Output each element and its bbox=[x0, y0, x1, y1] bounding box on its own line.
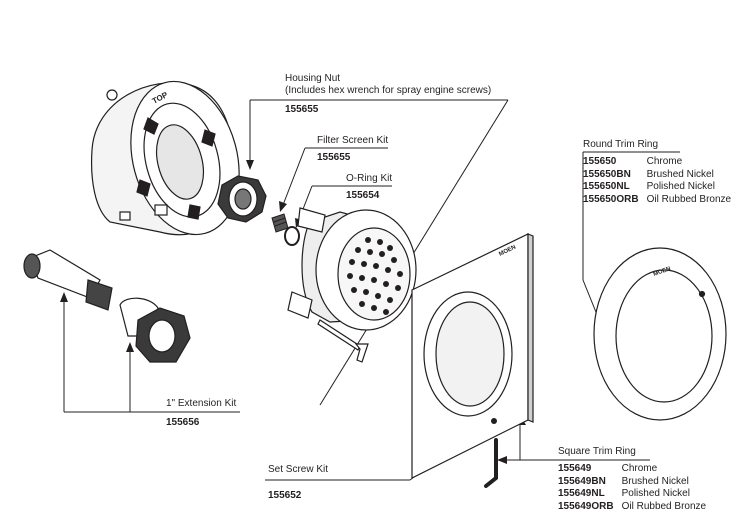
set-screw bbox=[491, 418, 497, 424]
round-trim-logo: MOEN bbox=[653, 266, 672, 278]
square-trim-ring-finish-table: 155649 Chrome 155649BN Brushed Nickel 1556… bbox=[558, 463, 706, 513]
finish-code: 155649BN bbox=[558, 475, 606, 487]
valve-housing bbox=[90, 80, 240, 236]
o-ring bbox=[284, 226, 300, 246]
finish-row: 155649ORB Oil Rubbed Bronze bbox=[558, 501, 706, 514]
extension-kit-part-number: 155656 bbox=[166, 417, 200, 428]
finish-code: 155650BN bbox=[583, 168, 631, 180]
square-trim-leader bbox=[500, 425, 650, 461]
filter-screen-leader bbox=[282, 147, 388, 206]
extension-stem bbox=[23, 249, 113, 311]
set-screw-kit-title: Set Screw Kit bbox=[268, 464, 329, 475]
square-trim-plate bbox=[411, 233, 534, 479]
round-trim-ring-title: Round Trim Ring bbox=[583, 139, 659, 150]
housing-nut-part-number: 155655 bbox=[285, 104, 319, 115]
extension-kit-leader bbox=[63, 300, 240, 413]
round-trim-ring-finish-table: 155650 Chrome 155650BN Brushed Nickel 1556… bbox=[583, 156, 731, 206]
finish-name: Oil Rubbed Bronze bbox=[621, 500, 707, 512]
set-screw-kit-part-number: 155652 bbox=[268, 490, 302, 501]
finish-row: 155650NL Polished Nickel bbox=[583, 181, 731, 194]
finish-name: Brushed Nickel bbox=[621, 475, 689, 487]
housing-nut-note: (Includes hex wrench for spray engine sc… bbox=[285, 85, 492, 96]
finish-name: Brushed Nickel bbox=[646, 168, 714, 180]
finish-code: 155650NL bbox=[583, 181, 630, 192]
set-screw-key bbox=[484, 438, 498, 488]
finish-row: 155649NL Polished Nickel bbox=[558, 488, 706, 501]
spray-nozzles bbox=[347, 237, 403, 315]
filter-screen bbox=[271, 213, 289, 233]
o-ring-kit-title: O-Ring Kit bbox=[346, 173, 393, 184]
finish-code: 155649ORB bbox=[558, 500, 614, 512]
finish-name: Polished Nickel bbox=[646, 181, 715, 192]
finish-row: 155649BN Brushed Nickel bbox=[558, 476, 706, 489]
filter-screen-kit-title: Filter Screen Kit bbox=[317, 135, 389, 146]
extension-nut bbox=[119, 297, 191, 363]
finish-code: 155649NL bbox=[558, 488, 605, 499]
finish-row: 155650BN Brushed Nickel bbox=[583, 169, 731, 182]
finish-row: 155650 Chrome bbox=[583, 156, 731, 169]
finish-name: Chrome bbox=[621, 463, 658, 474]
housing-nut bbox=[217, 175, 267, 223]
filter-screen-kit-part-number: 155655 bbox=[317, 152, 351, 163]
housing-nut-title: Housing Nut bbox=[285, 73, 341, 84]
finish-code: 155650 bbox=[583, 156, 617, 167]
hex-wrench bbox=[317, 319, 369, 363]
finish-code: 155650ORB bbox=[583, 193, 639, 205]
finish-name: Polished Nickel bbox=[621, 488, 690, 499]
extension-kit-title: 1" Extension Kit bbox=[166, 398, 237, 409]
finish-name: Chrome bbox=[646, 156, 683, 167]
o-ring-kit-part-number: 155654 bbox=[346, 190, 380, 201]
finish-name: Oil Rubbed Bronze bbox=[646, 193, 732, 205]
round-trim-ring bbox=[593, 247, 727, 421]
finish-row: 155650ORB Oil Rubbed Bronze bbox=[583, 194, 731, 207]
spray-engine bbox=[287, 207, 417, 331]
finish-code: 155649 bbox=[558, 463, 592, 474]
square-trim-ring-title: Square Trim Ring bbox=[558, 446, 636, 457]
finish-row: 155649 Chrome bbox=[558, 463, 706, 476]
